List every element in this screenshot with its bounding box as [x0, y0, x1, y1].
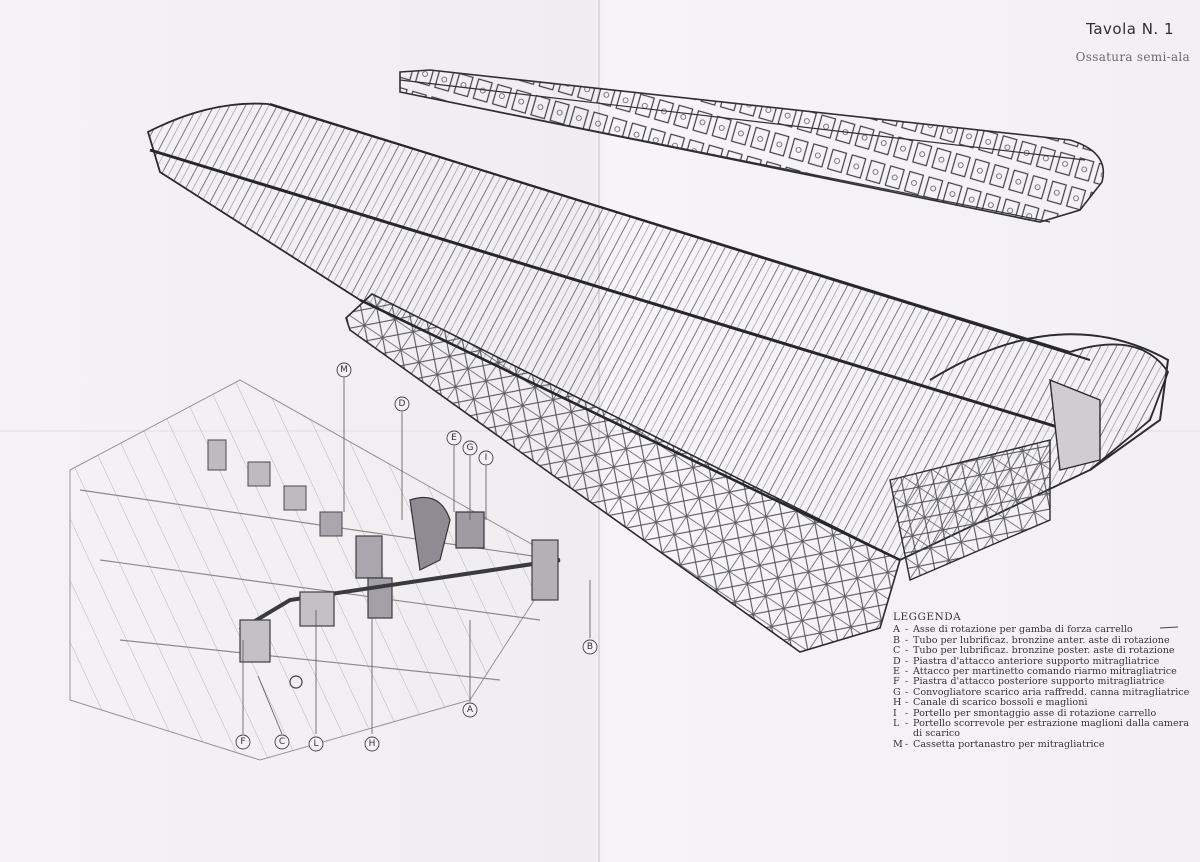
svg-text:C: C	[279, 737, 285, 747]
legend-item-c: C-Tubo per lubrificaz. bronzine poster. …	[893, 645, 1175, 657]
legend-item-f: F-Piastra d'attacco posteriore supporto …	[893, 676, 1165, 688]
callout-markers: M D E G I B A F C L H	[235, 362, 598, 752]
callout-e: E	[446, 430, 462, 446]
svg-text:M: M	[340, 365, 348, 375]
svg-text:E: E	[451, 433, 457, 443]
callout-f: F	[235, 734, 251, 750]
legend-item-b: B-Tubo per lubrificaz. bronzine anter. a…	[893, 634, 1170, 646]
svg-text:D: D	[399, 399, 406, 409]
legend-item-a: A-Asse di rotazione per gamba di forza c…	[893, 624, 1133, 636]
svg-text:G: G	[467, 443, 474, 453]
legend-item-i: I-Portello per smontaggio asse di rotazi…	[893, 707, 1157, 719]
callout-m: M	[336, 362, 352, 378]
callout-b: B	[582, 639, 598, 655]
main-wing-skeleton	[146, 102, 1170, 653]
legend-item-l: L-Portello scorrevole per estrazione mag…	[893, 718, 1189, 740]
callout-i: I	[478, 450, 494, 466]
svg-text:B: B	[587, 642, 593, 652]
legend-item-e: E-Attacco per martinetto comando riarmo …	[893, 666, 1177, 678]
svg-text:H: H	[369, 739, 376, 749]
legend-title: LEGGENDA	[893, 611, 962, 623]
detached-spar-section	[399, 69, 1104, 223]
inner-cutaway-detail	[69, 379, 561, 761]
legend-item-h: H-Canale di scarico bossoli e maglioni	[893, 697, 1088, 709]
callout-a: A	[462, 702, 478, 718]
legend-pointer-line	[1159, 626, 1179, 629]
callout-d: D	[394, 396, 410, 412]
legend-item-d: D-Piastra d'attacco anteriore supporto m…	[893, 655, 1160, 667]
svg-text:A: A	[467, 705, 474, 715]
legend: LEGGENDA A-Asse di rotazione per gamba d…	[893, 612, 1193, 750]
svg-text:L: L	[313, 739, 318, 749]
callout-l: L	[308, 736, 324, 752]
callout-g: G	[462, 440, 478, 456]
plate-subtitle: Ossatura semi-ala	[1075, 50, 1190, 64]
svg-text:I: I	[485, 453, 488, 463]
plate-number: Tavola N. 1	[1086, 20, 1174, 38]
legend-item-g: G-Convogliatore scarico aria raffredd. c…	[893, 686, 1190, 698]
callout-c: C	[274, 734, 290, 750]
svg-text:F: F	[240, 737, 245, 747]
legend-item-m: M-Cassetta portanastro per mitragliatric…	[893, 738, 1105, 750]
callout-leaders	[242, 378, 591, 735]
callout-h: H	[364, 736, 380, 752]
